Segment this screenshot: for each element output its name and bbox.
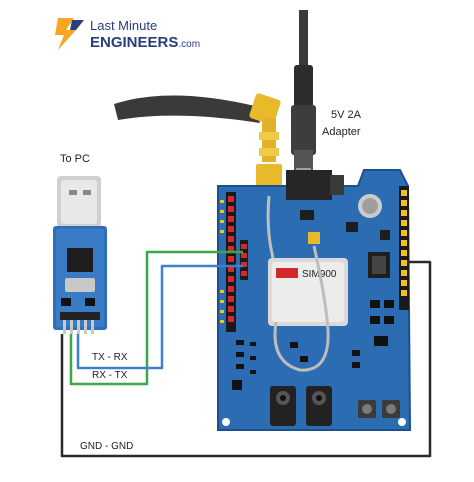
power-adapter-plug <box>291 10 316 180</box>
wire-tx-rx <box>76 264 243 370</box>
tx-rx-label: TX - RX <box>92 352 128 363</box>
wire-rx-tx <box>69 250 243 386</box>
logo-line2: ENGINEERS.com <box>90 34 200 51</box>
gnd-gnd-label: GND - GND <box>80 441 133 452</box>
adapter-label-line1: 5V 2A <box>331 109 362 121</box>
audio-jacks <box>270 386 332 426</box>
to-pc-label: To PC <box>60 153 90 165</box>
wire-gnd <box>60 260 432 458</box>
simcom-logo <box>276 268 298 278</box>
sim900-shield-board: SIM900 <box>217 169 412 431</box>
gsm-antenna <box>114 93 282 196</box>
dc-power-jack <box>286 170 332 200</box>
wiring <box>60 250 432 458</box>
right-header <box>399 186 409 310</box>
logo-line1: Last Minute <box>90 18 157 33</box>
brand-logo: Last Minute ENGINEERS.com <box>55 18 200 51</box>
logo-suffix: .com <box>178 39 200 50</box>
rx-tx-label: RX - TX <box>92 370 128 381</box>
adapter-label-line2: Adapter <box>322 126 361 138</box>
lightning-bolt-icon <box>55 18 84 50</box>
logo-word: ENGINEERS <box>90 34 178 51</box>
usb-ttl-adapter <box>53 176 107 334</box>
